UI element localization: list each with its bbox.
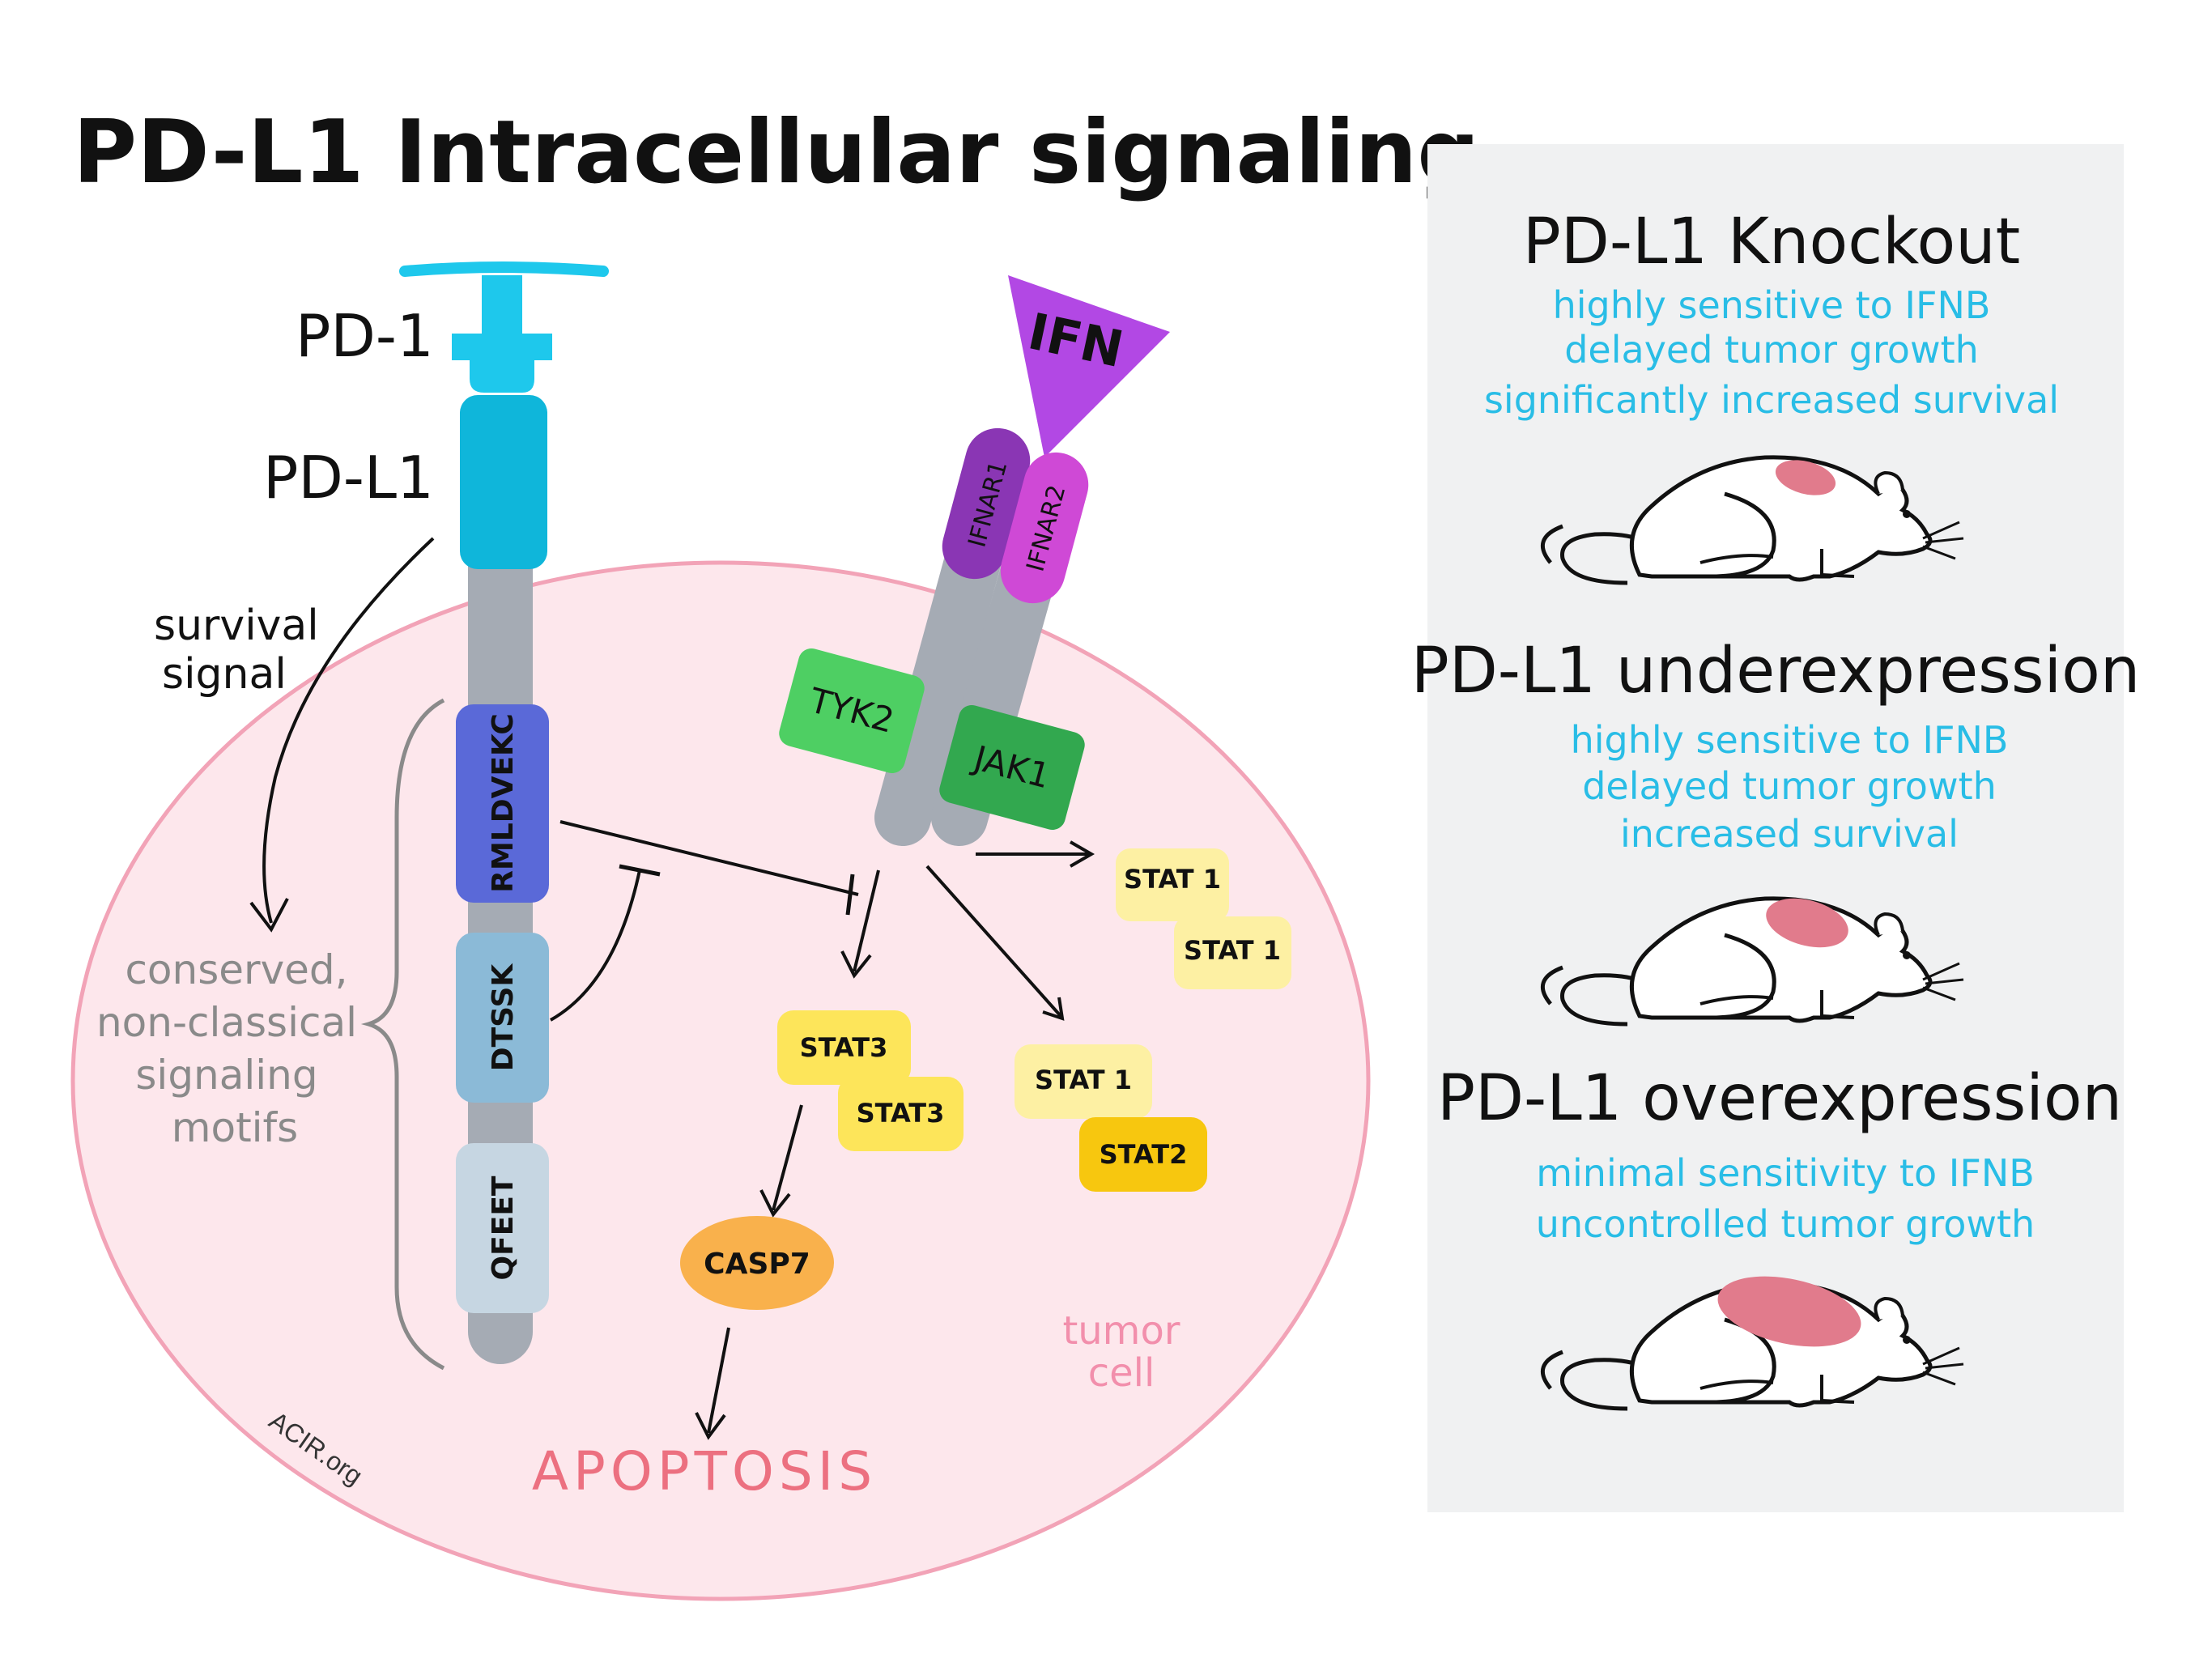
motif-rmldvekc: RMLDVEKC [456, 704, 549, 903]
stat3-a-label: STAT3 [800, 1032, 888, 1063]
tumor-large [1717, 1276, 1861, 1347]
stat1-a-label: STAT 1 [1124, 864, 1221, 895]
underexpression-line-3: increased survival [1620, 812, 1959, 856]
arrow-casp7-to-apoptosis-head [695, 1412, 726, 1440]
panel-section-knockout: PD-L1 Knockout highly sensitive to IFNB … [1484, 206, 2059, 422]
tyk2-kinase: TYK2 [779, 648, 925, 773]
mouse-overexpression [1542, 1276, 1963, 1409]
diagram-title: PD-L1 Intracellular signaling [73, 102, 1480, 203]
stat1-c-label: STAT 1 [1035, 1065, 1132, 1095]
overexpression-line-2: uncontrolled tumor growth [1536, 1202, 2035, 1246]
motif-dtssk: DTSSK [456, 933, 549, 1103]
tumor-cell-line-2: cell [1088, 1350, 1155, 1396]
survival-signal-arrowhead [249, 898, 289, 933]
motif-caption: conserved, non-classical signaling motif… [96, 946, 357, 1151]
panel-section-overexpression: PD-L1 overexpression minimal sensitivity… [1437, 1062, 2122, 1246]
survival-signal-line-1: survival [154, 602, 319, 650]
arrow-stat3-to-casp7 [772, 1104, 803, 1211]
knockout-line-2: delayed tumor growth [1564, 328, 1979, 372]
knockout-line-1: highly sensitive to IFNB [1553, 283, 1991, 327]
apoptosis-label: APOPTOSIS [532, 1440, 877, 1503]
casp7-label: CASP7 [704, 1248, 810, 1281]
underexpression-line-1: highly sensitive to IFNB [1571, 718, 2009, 762]
underexpression-heading: PD-L1 underexpression [1411, 635, 2141, 708]
arrow-to-stat3-head [840, 950, 872, 979]
pdl1-extracellular-domain [460, 395, 547, 569]
underexpression-line-2: delayed tumor growth [1582, 764, 1997, 808]
tumor-medium [1766, 898, 1848, 948]
panel-section-underexpression: PD-L1 underexpression highly sensitive t… [1411, 635, 2141, 856]
stat1-box-a: STAT 1 [1116, 848, 1229, 921]
stat2-box: STAT2 [1079, 1117, 1207, 1192]
jak1-kinase: JAK1 [939, 705, 1085, 830]
arrow-to-stat1-stat2 [925, 865, 1062, 1018]
motif-caption-line-3: signaling [135, 1052, 317, 1099]
arrow-stat3-to-casp7-head [759, 1189, 791, 1218]
stat3-box-a: STAT3 [777, 1010, 911, 1085]
stat3-b-label: STAT3 [857, 1098, 945, 1129]
arrow-to-stat3 [853, 869, 880, 972]
pd1-receptor [399, 261, 609, 393]
motif-caption-line-4: motifs [172, 1104, 298, 1151]
stat1-box-b: STAT 1 [1174, 916, 1291, 989]
motif-brace [360, 698, 445, 1371]
pd1-label: PD-1 [296, 302, 434, 370]
motif-caption-line-1: conserved, [125, 946, 347, 993]
tumor-cell-label: tumor cell [1062, 1308, 1180, 1396]
overexpression-heading: PD-L1 overexpression [1437, 1062, 2122, 1135]
stat3-box-b: STAT3 [838, 1077, 963, 1151]
motif-qfeet-label: QFEET [487, 1175, 520, 1280]
mouse-underexpression [1542, 890, 1963, 1024]
dtssk-inhibition-line [550, 869, 641, 1022]
motif-dtssk-label: DTSSK [487, 963, 520, 1072]
arrow-casp7-to-apoptosis [707, 1327, 730, 1434]
motif-rmldvekc-label: RMLDVEKC [487, 713, 520, 893]
ifnar2-domain: IFNAR2 [1000, 452, 1089, 604]
stat1-b-label: STAT 1 [1184, 935, 1281, 966]
tumor-small [1775, 460, 1836, 495]
stat1-box-c: STAT 1 [1015, 1044, 1152, 1119]
survival-signal-line-2: signal [162, 650, 287, 699]
knockout-line-3: significantly increased survival [1484, 378, 2059, 422]
survival-signal-label: survival signal [154, 602, 319, 699]
motif-qfeet: QFEET [456, 1143, 549, 1313]
arrow-to-stat1-stat2-head [1042, 997, 1065, 1021]
stat2-label: STAT2 [1100, 1139, 1188, 1170]
tumor-cell-line-1: tumor [1062, 1308, 1180, 1354]
mouse-knockout [1542, 454, 1963, 583]
rmldvekc-inhibition-bar [845, 874, 855, 916]
rmldvekc-inhibition-line [559, 820, 859, 896]
knockout-heading: PD-L1 Knockout [1523, 206, 2020, 278]
ifn-ligand [1008, 275, 1170, 457]
casp7-node: CASP7 [680, 1216, 834, 1310]
pdl1-label: PD-L1 [263, 444, 434, 512]
ifnar1-stem [874, 522, 1004, 846]
overexpression-line-1: minimal sensitivity to IFNB [1536, 1151, 2035, 1195]
arrow-to-stat1-dimer-head [1070, 840, 1095, 868]
survival-signal-arrow [262, 537, 435, 924]
dtssk-inhibition-bar [619, 864, 661, 877]
motif-caption-line-2: non-classical [96, 999, 357, 1046]
